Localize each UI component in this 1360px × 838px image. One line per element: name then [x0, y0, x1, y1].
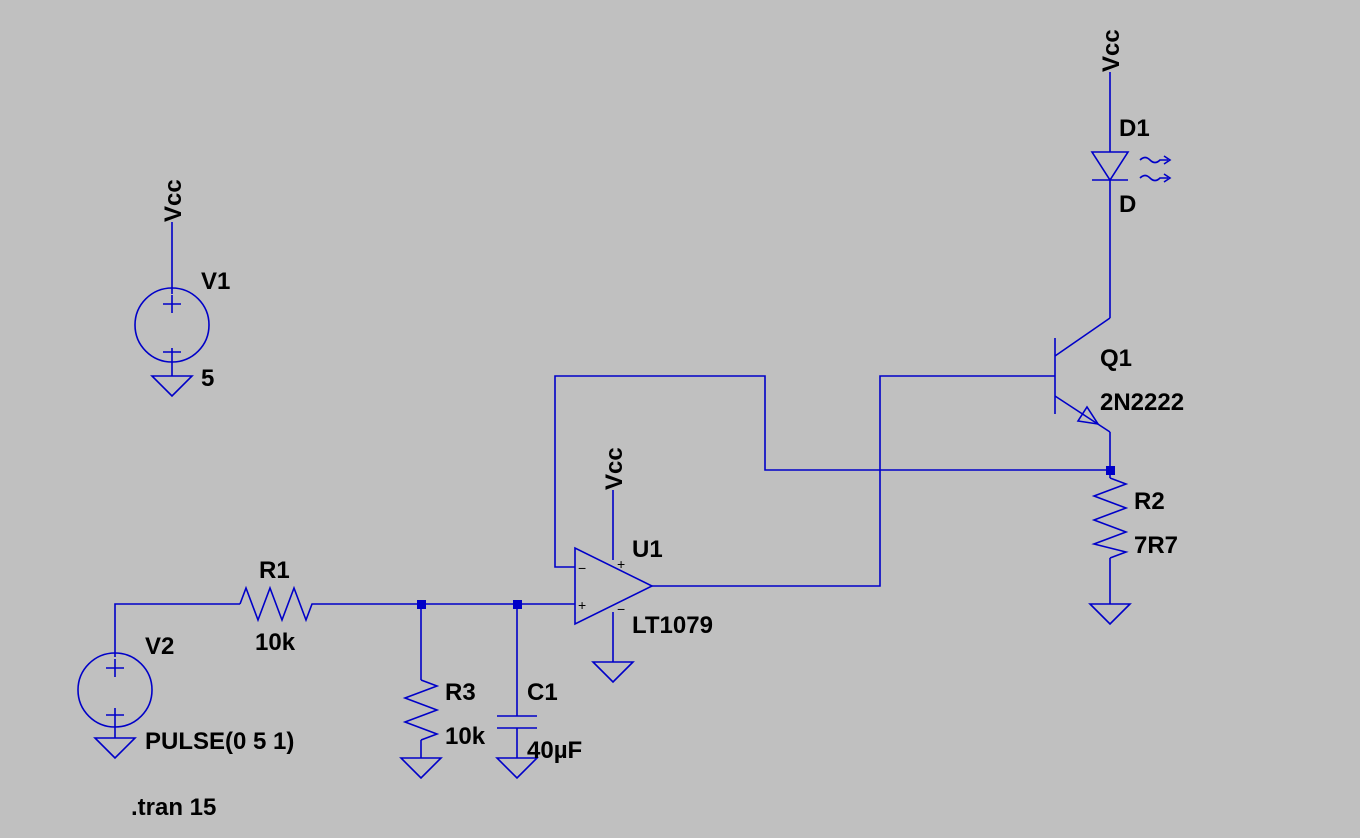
- led-d1[interactable]: [1090, 151, 1172, 183]
- r2-value-label: 7R7: [1134, 532, 1178, 559]
- opamp-vminus-sign: −: [617, 601, 625, 617]
- opamp-u1[interactable]: [574, 546, 654, 626]
- voltage-source-v2[interactable]: [77, 652, 153, 728]
- d1-value-label: D: [1119, 191, 1136, 218]
- u1-value-label: LT1079: [632, 612, 713, 639]
- ground-symbol[interactable]: [399, 757, 443, 780]
- wire-v2-to-r1[interactable]: [114, 603, 240, 657]
- transistor-q1[interactable]: [1054, 317, 1111, 433]
- resistor-r3[interactable]: [402, 679, 440, 741]
- v1-name-label: V1: [201, 268, 230, 295]
- voltage-source-v1[interactable]: [134, 287, 210, 363]
- q1-value-label: 2N2222: [1100, 389, 1184, 416]
- d1-name-label: D1: [1119, 115, 1150, 142]
- tran-directive[interactable]: .tran 15: [131, 794, 216, 821]
- resistor-r2[interactable]: [1091, 477, 1129, 559]
- junction-dot[interactable]: [1106, 466, 1115, 475]
- v2-value-label: PULSE(0 5 1): [145, 728, 294, 755]
- opamp-inverting-sign: −: [578, 560, 586, 576]
- r1-value-label: 10k: [255, 629, 296, 656]
- u1-vcc-net-label: Vcc: [601, 447, 628, 490]
- u1-name-label: U1: [632, 536, 663, 563]
- c1-value-label: 40µF: [527, 737, 582, 764]
- capacitor-c1[interactable]: [497, 715, 537, 758]
- q1-name-label: Q1: [1100, 345, 1132, 372]
- ground-symbol[interactable]: [1088, 603, 1132, 626]
- r2-name-label: R2: [1134, 488, 1165, 515]
- v1-vcc-net-label: Vcc: [160, 179, 187, 222]
- junction-dot[interactable]: [417, 600, 426, 609]
- ground-symbol[interactable]: [591, 661, 635, 684]
- d1-vcc-net-label: Vcc: [1098, 29, 1125, 72]
- v1-value-label: 5: [201, 365, 214, 392]
- r1-name-label: R1: [259, 557, 290, 584]
- resistor-r1[interactable]: [239, 585, 318, 623]
- v2-name-label: V2: [145, 633, 174, 660]
- wire-feedback[interactable]: [554, 375, 1110, 568]
- opamp-noninverting-sign: +: [578, 597, 586, 613]
- wire-opamp-out-to-q1-base[interactable]: [652, 375, 1055, 587]
- r3-name-label: R3: [445, 679, 476, 706]
- r3-value-label: 10k: [445, 723, 486, 750]
- junction-dot[interactable]: [513, 600, 522, 609]
- opamp-vplus-sign: +: [617, 556, 625, 572]
- ground-symbol[interactable]: [150, 375, 194, 398]
- c1-name-label: C1: [527, 679, 558, 706]
- ground-symbol[interactable]: [93, 737, 137, 760]
